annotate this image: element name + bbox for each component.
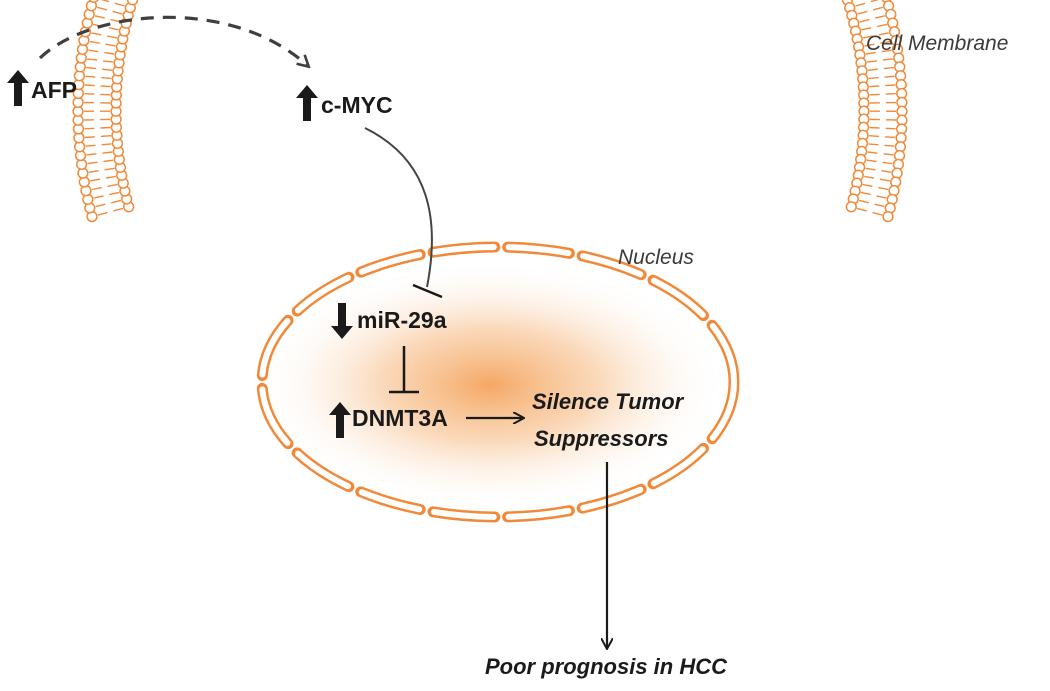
afp-up-arrow-icon bbox=[7, 70, 29, 106]
poor-prognosis-label: Poor prognosis in HCC bbox=[485, 654, 727, 679]
afp-label: AFP bbox=[31, 77, 77, 103]
cmyc-inhibits-mir29a-line bbox=[364, 127, 433, 288]
afp-to-cmyc-arrow bbox=[38, 15, 308, 66]
dnmt3a-up-arrow-icon bbox=[329, 402, 351, 438]
cmyc-up-arrow-icon bbox=[296, 85, 318, 121]
nucleus-glow bbox=[250, 260, 730, 510]
cell-membrane-label: Cell Membrane bbox=[866, 32, 1009, 55]
cmyc-inhibition-bar bbox=[412, 283, 443, 299]
dnmt3a-label: DNMT3A bbox=[352, 405, 448, 431]
mir29a-down-arrow-icon bbox=[331, 303, 353, 339]
silence-tumor-label: Silence Tumor bbox=[532, 389, 684, 414]
nucleus-label: Nucleus bbox=[618, 246, 694, 269]
mir29a-label: miR-29a bbox=[357, 307, 447, 333]
suppressors-label: Suppressors bbox=[534, 426, 669, 451]
cell-membrane bbox=[72, 0, 908, 223]
nuclear-envelope bbox=[256, 241, 740, 523]
cmyc-label: c-MYC bbox=[321, 92, 393, 118]
